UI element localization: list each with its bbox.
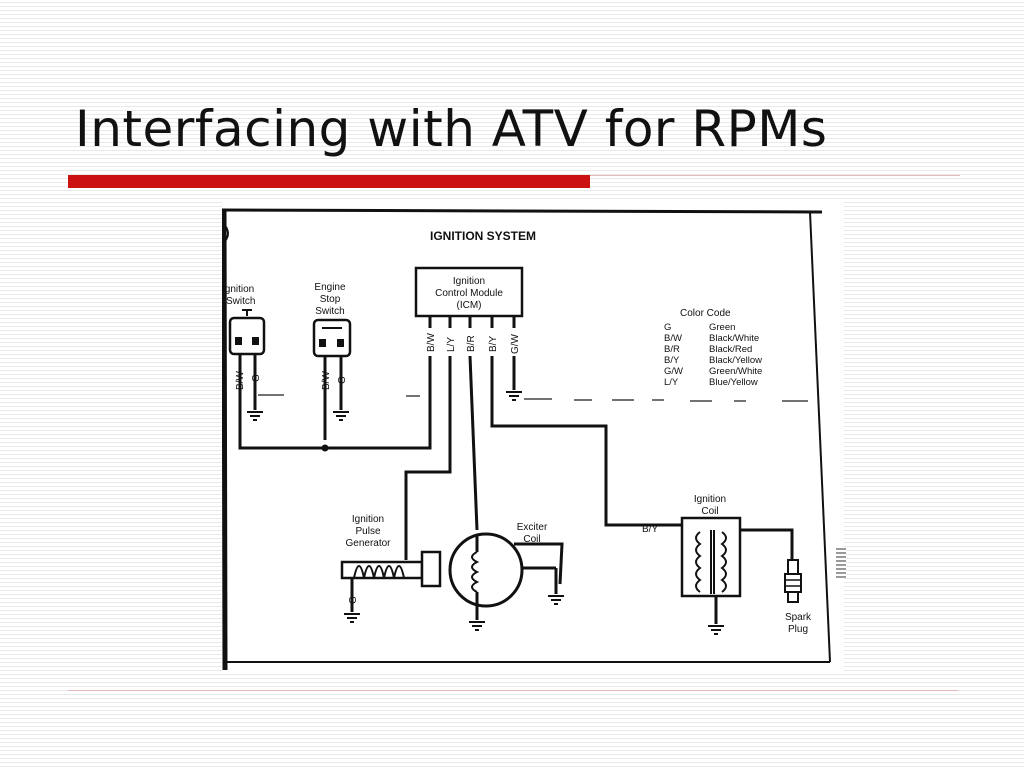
color-code-code-2: B/W xyxy=(664,333,682,344)
slide-title: Interfacing with ATV for RPMs xyxy=(75,100,828,158)
color-code-code-1: G xyxy=(664,322,671,333)
engine-stop-label-line3: Switch xyxy=(315,306,344,317)
exciter-coil-label-line2: Coil xyxy=(523,534,540,545)
footer-divider-line xyxy=(68,690,958,691)
spark-plug: Spark Plug xyxy=(784,559,812,635)
title-accent-bar xyxy=(68,175,590,188)
icm-pin-ly: L/Y xyxy=(446,337,457,352)
color-code-title: Color Code xyxy=(680,308,731,319)
engine-stop-label-line2: Stop xyxy=(320,294,341,305)
scan-border xyxy=(222,208,831,671)
junction-dot-1 xyxy=(321,444,329,452)
spark-plug-label-line2: Plug xyxy=(788,624,808,635)
icm-label-line1: Ignition xyxy=(453,276,485,287)
spark-plug-label-line1: Spark xyxy=(785,612,812,623)
color-code-code-5: G/W xyxy=(664,366,683,377)
ignition-coil-label-line2: Coil xyxy=(701,506,718,517)
color-code-color-2: Black/White xyxy=(709,333,759,344)
pulse-generator-label-line2: Pulse xyxy=(355,526,380,537)
ignition-control-module: Ignition Control Module (ICM) B/W L/Y B/… xyxy=(414,266,524,354)
color-code-code-3: B/R xyxy=(664,344,680,355)
icm-label-line3: (ICM) xyxy=(457,300,482,311)
color-code-color-5: Green/White xyxy=(709,366,762,377)
scan-edge-mark xyxy=(836,548,846,578)
color-code-color-1: Green xyxy=(709,322,735,333)
color-code-code-4: B/Y xyxy=(664,355,680,366)
color-code-color-4: Black/Yellow xyxy=(709,355,762,366)
ignition-coil-label-line1: Ignition xyxy=(694,494,726,505)
icm-label-line2: Control Module xyxy=(435,288,503,299)
ignition-switch-wire-bw: B/W xyxy=(235,371,246,390)
ignition-pulse-generator: Ignition Pulse Generator G xyxy=(340,514,442,623)
ignition-switch-label-line1: Ignition xyxy=(222,284,254,295)
ignition-switch: Ignition Switch B/W G xyxy=(222,284,266,440)
icm-pin-br: B/R xyxy=(466,335,477,352)
ignition-wiring-diagram: IGNITION SYSTEM Ignition Control Module … xyxy=(222,200,844,672)
icm-pin-gw: G/W xyxy=(510,333,521,354)
pulse-generator-label-line3: Generator xyxy=(345,538,391,549)
color-code-legend: Color Code G Green B/W Black/White B/R B… xyxy=(664,308,762,388)
dashed-divider xyxy=(258,394,808,402)
coil-input-wire-label: B/Y xyxy=(642,524,658,535)
wiring xyxy=(238,355,682,585)
icm-pin-bw: B/W xyxy=(426,333,437,352)
engine-stop-wire-g: G xyxy=(337,376,348,384)
exciter-coil-label-line1: Exciter xyxy=(517,522,548,533)
color-code-color-6: Blue/Yellow xyxy=(709,377,758,388)
ignition-switch-wire-g: G xyxy=(251,374,262,382)
icm-pin-by: B/Y xyxy=(488,336,499,352)
color-code-code-6: L/Y xyxy=(664,377,679,388)
engine-stop-label-line1: Engine xyxy=(314,282,346,293)
color-code-color-3: Black/Red xyxy=(709,344,752,355)
engine-stop-wire-bw: B/W xyxy=(321,371,332,390)
ignition-coil: Ignition Coil xyxy=(680,494,794,635)
exciter-coil: Exciter Coil xyxy=(448,522,565,631)
pulse-generator-label-line1: Ignition xyxy=(352,514,384,525)
pulse-generator-wire-g: G xyxy=(348,596,359,604)
engine-stop-switch: Engine Stop Switch B/W G xyxy=(312,282,352,440)
title-divider-line xyxy=(590,175,960,176)
diagram-heading: IGNITION SYSTEM xyxy=(430,229,536,243)
ignition-switch-label-line2: Switch xyxy=(226,296,255,307)
